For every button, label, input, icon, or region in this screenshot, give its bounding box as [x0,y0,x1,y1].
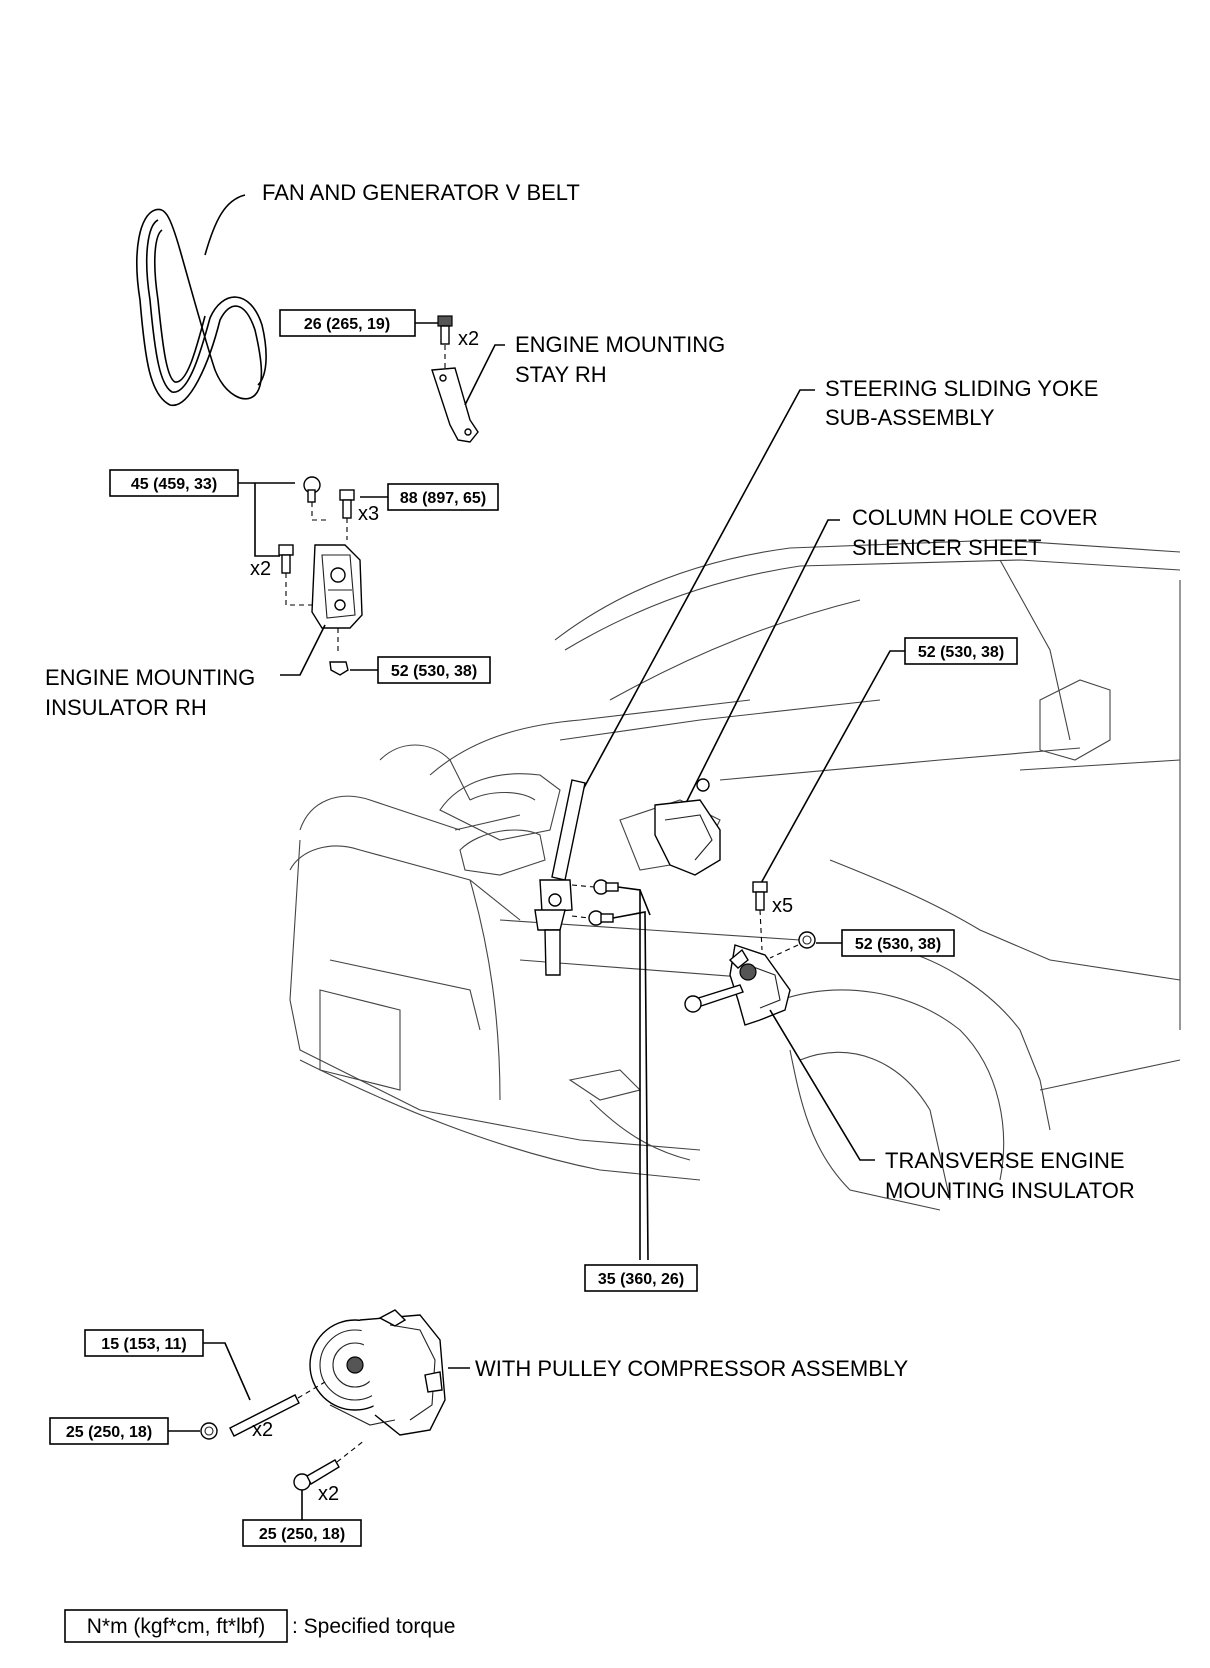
torque-box-25-bottom [242,1519,362,1547]
label-transverse-line2: MOUNTING INSULATOR [885,1178,1135,1203]
torque-value-25-bottom: 25 (250, 18) [259,1526,345,1543]
leader-transverse [769,1009,875,1161]
yoke-bolt-upper-icon [593,879,619,895]
compressor-assembly-part [309,1309,446,1436]
label-stay-line1: ENGINE MOUNTING [515,332,725,357]
label-insulator-rh-line1: ENGINE MOUNTING [45,665,255,690]
leader-stay [464,344,505,406]
legend-description: : Specified torque [292,1615,455,1638]
multiplier-88: x3 [358,503,379,525]
insulator-bolt-top-icon [303,476,321,503]
torque-value-52-top: 52 (530, 38) [918,644,1004,661]
leader-52-top [759,650,905,886]
transverse-through-bolt-icon [684,984,744,1013]
torque-box-52-top [904,637,1018,665]
multiplier-x5: x5 [772,895,793,917]
label-column-line1: COLUMN HOLE COVER [852,505,1098,530]
torque-value-26: 26 (265, 19) [304,316,390,333]
torque-value-35: 35 (360, 26) [598,1271,684,1288]
compressor-nut-icon [200,1422,218,1440]
torque-box-45 [109,469,239,497]
multiplier-stay: x2 [458,328,479,350]
torque-box-52-right [841,929,955,957]
torque-value-15: 15 (153, 11) [101,1336,186,1353]
legend-unit: N*m (kgf*cm, ft*lbf) [87,1615,266,1638]
label-transverse-line1: TRANSVERSE ENGINE [885,1148,1125,1173]
multiplier-bolt: x2 [318,1483,339,1505]
label-fan-generator-v-belt: FAN AND GENERATOR V BELT [262,180,580,205]
compressor-stud-icon [229,1394,300,1437]
torque-box-35 [584,1264,698,1292]
insulator-bolt-88-icon [339,489,355,519]
label-yoke-line1: STEERING SLIDING YOKE [825,376,1098,401]
torque-value-25-left: 25 (250, 18) [66,1424,152,1441]
leader-fan-belt [204,194,246,256]
label-column-line2: SILENCER SHEET [852,535,1042,560]
engine-mounting-stay-rh-part [431,367,479,443]
leader-yoke [579,389,815,796]
transverse-engine-mounting-insulator-part [728,944,791,1026]
transverse-nut-icon [798,931,816,949]
legend: N*m (kgf*cm, ft*lbf) : Specified torque [64,1609,455,1643]
legend-unit-box [64,1609,288,1643]
label-yoke-line2: SUB-ASSEMBLY [825,405,995,430]
column-hole-cover-part [654,778,721,876]
label-compressor: WITH PULLEY COMPRESSOR ASSEMBLY [475,1356,909,1381]
torque-value-52-right: 52 (530, 38) [855,936,941,953]
insulator-nut-icon [329,661,349,676]
vehicle-outline [289,539,1181,1211]
torque-box-25-left [49,1417,169,1445]
insulator-bolt-x2-icon [278,544,294,574]
transverse-bolt-x5-icon [752,881,768,911]
leader-column [679,519,840,816]
torque-box-52-rh [377,656,491,684]
leader-insulator-rh [280,624,326,676]
fan-generator-v-belt [136,208,267,406]
torque-value-88: 88 (897, 65) [400,490,486,507]
label-stay-line2: STAY RH [515,362,607,387]
torque-box-15 [84,1329,204,1357]
multiplier-stud: x2 [252,1419,273,1441]
label-insulator-rh-line2: INSULATOR RH [45,695,207,720]
yoke-bolt-lower-icon [588,910,614,926]
multiplier-45: x2 [250,558,271,580]
engine-mounting-insulator-rh-part [311,544,363,629]
torque-value-52-rh: 52 (530, 38) [391,663,477,680]
compressor-bolt-icon [293,1459,340,1491]
torque-box-26 [279,309,416,337]
torque-box-88 [387,483,499,511]
torque-value-45: 45 (459, 33) [131,476,217,493]
steering-sliding-yoke-part [534,779,586,976]
stay-bolt-icon [437,315,453,345]
